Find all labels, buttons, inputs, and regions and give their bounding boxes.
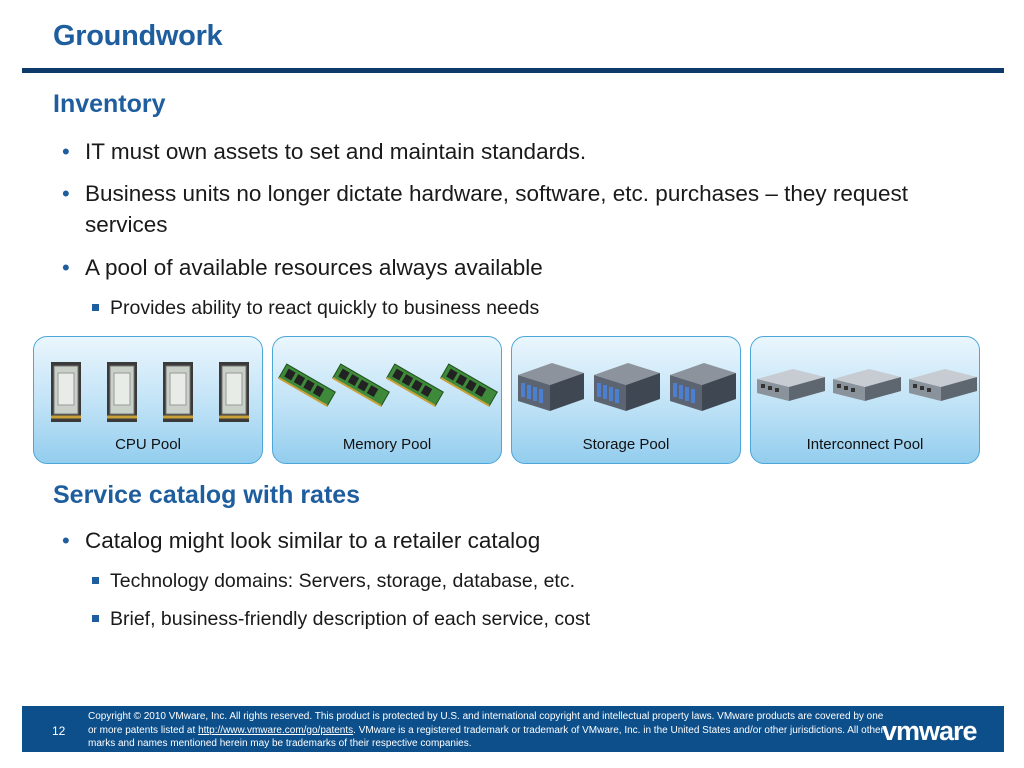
network-switch-icon bbox=[751, 355, 979, 425]
section-heading-inventory: Inventory bbox=[53, 90, 166, 118]
vmware-logo-icon: vmware bbox=[882, 716, 978, 746]
section-heading-service-catalog: Service catalog with rates bbox=[53, 481, 361, 509]
bullet-item: • A pool of available resources always a… bbox=[62, 252, 962, 283]
memory-module-icon bbox=[273, 355, 501, 425]
pool-cpu: CPU Pool bbox=[33, 336, 263, 464]
pool-interconnect: Interconnect Pool bbox=[750, 336, 980, 464]
pool-label: CPU Pool bbox=[115, 436, 181, 453]
sub-bullet-item: Technology domains: Servers, storage, da… bbox=[92, 568, 972, 594]
patents-link[interactable]: http://www.vmware.com/go/patents bbox=[198, 724, 354, 736]
pool-label: Storage Pool bbox=[582, 436, 670, 453]
storage-array-icon bbox=[512, 355, 740, 425]
pool-label: Interconnect Pool bbox=[806, 436, 924, 453]
bullet-dot-icon: • bbox=[62, 181, 70, 206]
bullet-dot-icon: • bbox=[62, 528, 70, 553]
slide-title: Groundwork bbox=[53, 20, 223, 52]
pool-memory: Memory Pool bbox=[272, 336, 502, 464]
pool-label: Memory Pool bbox=[342, 436, 432, 453]
bullet-dot-icon: • bbox=[62, 255, 70, 280]
square-bullet-icon bbox=[92, 304, 99, 311]
sub-bullet-item: Provides ability to react quickly to bus… bbox=[92, 295, 972, 321]
copyright-notice: Copyright © 2010 VMware, Inc. All rights… bbox=[88, 711, 884, 749]
pool-storage: Storage Pool bbox=[511, 336, 741, 464]
resource-pools: CPU Pool Memory Pool Storage Pool Interc… bbox=[33, 336, 983, 466]
bullet-item: • Business units no longer dictate hardw… bbox=[62, 178, 962, 240]
square-bullet-icon bbox=[92, 615, 99, 622]
title-divider bbox=[22, 68, 1004, 73]
slide-footer: 12 Copyright © 2010 VMware, Inc. All rig… bbox=[22, 706, 1004, 752]
bullet-item: • IT must own assets to set and maintain… bbox=[62, 136, 962, 167]
bullet-dot-icon: • bbox=[62, 139, 70, 164]
cpu-chip-icon bbox=[34, 355, 262, 425]
page-number: 12 bbox=[52, 724, 66, 738]
square-bullet-icon bbox=[92, 577, 99, 584]
sub-bullet-item: Brief, business-friendly description of … bbox=[92, 606, 972, 632]
bullet-item: • Catalog might look similar to a retail… bbox=[62, 525, 962, 556]
